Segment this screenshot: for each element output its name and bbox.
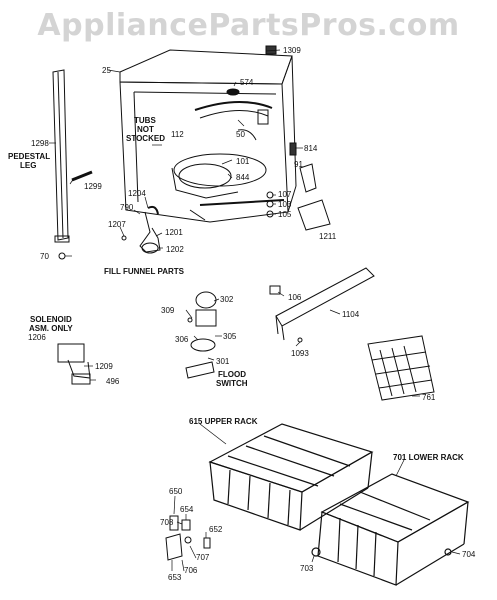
label-652: 652 bbox=[209, 525, 223, 534]
label-105: 105 bbox=[278, 210, 292, 219]
label-91: 91 bbox=[294, 160, 303, 169]
label-fill-funnel-parts: FILL FUNNEL PARTS bbox=[104, 267, 184, 276]
pedestal-leg-drawing bbox=[52, 69, 93, 260]
label-1209: 1209 bbox=[95, 362, 113, 371]
label-1104: 1104 bbox=[342, 310, 360, 319]
label-706: 706 bbox=[184, 566, 198, 575]
label-50: 50 bbox=[236, 130, 245, 139]
label-708: 708 bbox=[160, 518, 174, 527]
label-tubs-3: STOCKED bbox=[126, 134, 165, 143]
label-496: 496 bbox=[106, 377, 120, 386]
label-1201: 1201 bbox=[165, 228, 183, 237]
label-tubs-1: TUBS bbox=[134, 116, 156, 125]
label-1206: 1206 bbox=[28, 333, 46, 342]
label-301: 301 bbox=[216, 357, 230, 366]
label-653: 653 bbox=[168, 573, 182, 582]
label-1211: 1211 bbox=[319, 232, 337, 241]
label-844: 844 bbox=[236, 173, 250, 182]
label-302: 302 bbox=[220, 295, 234, 304]
label-solenoid-1: SOLENOID bbox=[30, 315, 72, 324]
bracket-drawing bbox=[269, 267, 375, 343]
leader-lines bbox=[49, 49, 461, 572]
label-1202: 1202 bbox=[166, 245, 184, 254]
watermark: AppliancePartsPros.com bbox=[37, 8, 460, 43]
label-1299: 1299 bbox=[84, 182, 102, 191]
label-solenoid-2: ASM. ONLY bbox=[29, 324, 73, 333]
tub-body bbox=[119, 49, 297, 223]
label-flood-1: FLOOD bbox=[218, 370, 246, 379]
label-309: 309 bbox=[161, 306, 175, 315]
label-707: 707 bbox=[196, 553, 210, 562]
label-1309: 1309 bbox=[283, 46, 301, 55]
label-306: 306 bbox=[175, 335, 189, 344]
label-lower-rack: 701 LOWER RACK bbox=[393, 453, 464, 462]
label-1093: 1093 bbox=[291, 349, 309, 358]
label-flood-2: SWITCH bbox=[216, 379, 248, 388]
label-tubs-2: NOT bbox=[137, 125, 154, 134]
solenoid-drawing bbox=[57, 343, 91, 385]
label-70: 70 bbox=[40, 252, 49, 261]
label-103: 103 bbox=[278, 200, 292, 209]
label-650: 650 bbox=[169, 487, 183, 496]
label-pedestal-2: LEG bbox=[20, 161, 37, 170]
label-654: 654 bbox=[180, 505, 194, 514]
label-790: 790 bbox=[120, 203, 134, 212]
label-107: 107 bbox=[278, 190, 292, 199]
label-1204: 1204 bbox=[128, 189, 146, 198]
label-814: 814 bbox=[304, 144, 318, 153]
silverware-basket-drawing bbox=[367, 335, 435, 401]
label-574: 574 bbox=[240, 78, 254, 87]
label-112: 112 bbox=[171, 130, 184, 139]
label-106: 106 bbox=[288, 293, 302, 302]
label-101: 101 bbox=[236, 157, 250, 166]
flood-switch-drawing bbox=[185, 291, 217, 379]
label-25: 25 bbox=[102, 66, 111, 75]
label-1207: 1207 bbox=[108, 220, 126, 229]
label-pedestal-1: PEDESTAL bbox=[8, 152, 51, 161]
label-1298: 1298 bbox=[31, 139, 49, 148]
rack-adjuster-drawing bbox=[165, 515, 211, 561]
label-761: 761 bbox=[422, 393, 436, 402]
upper-rack-drawing bbox=[208, 423, 374, 531]
lower-rack-drawing bbox=[311, 473, 470, 586]
label-703: 703 bbox=[300, 564, 314, 573]
label-305: 305 bbox=[223, 332, 237, 341]
label-upper-rack: 615 UPPER RACK bbox=[189, 417, 258, 426]
label-704: 704 bbox=[462, 550, 476, 559]
